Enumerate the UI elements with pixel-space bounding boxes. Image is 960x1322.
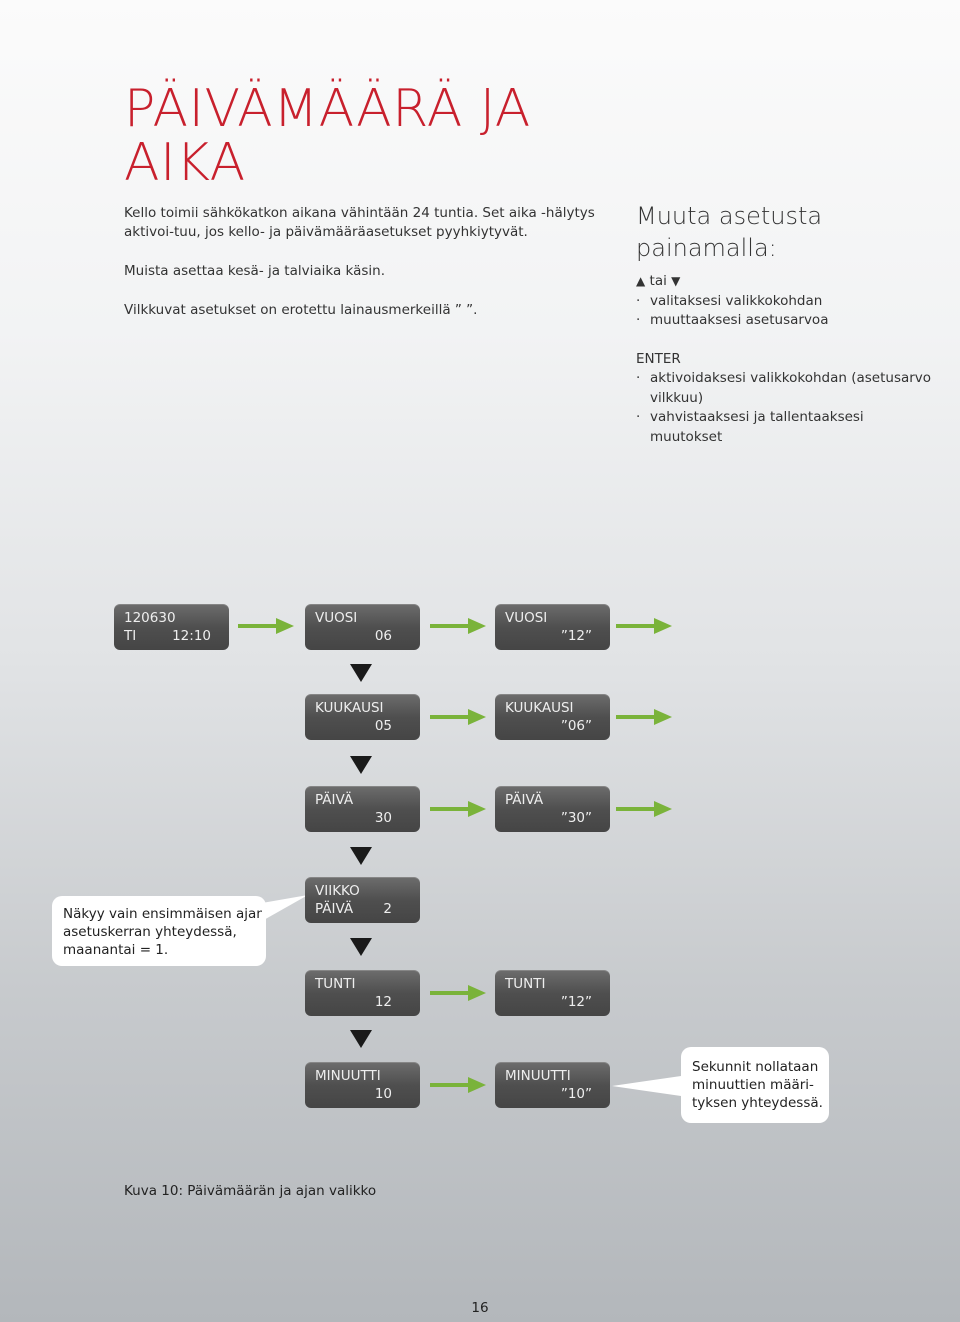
key-instructions-heading: Muuta asetusta painamalla:	[636, 200, 936, 264]
display-tunti-blink: TUNTI ”12”	[495, 970, 610, 1016]
updown-or-text: tai	[649, 273, 667, 289]
display-kuukausi-blink: KUUKAUSI ”06”	[495, 694, 610, 740]
right-arrow-icon	[616, 709, 672, 725]
intro-paragraph-3: Vilkkuvat asetukset on erotettu lainausm…	[124, 302, 478, 318]
intro-text: Kello toimii sähkökatkon aikana vähintää…	[124, 204, 614, 340]
intro-paragraph-1: Kello toimii sähkökatkon aikana vähintää…	[124, 205, 595, 240]
right-arrow-icon	[616, 801, 672, 817]
right-arrow-icon	[430, 709, 486, 725]
display-value: 12	[374, 994, 392, 1010]
display-time: 12:10	[172, 628, 211, 644]
down-arrow-icon	[350, 756, 372, 774]
display-label: TUNTI	[315, 976, 356, 992]
display-label: VIIKKO	[315, 883, 360, 899]
intro-paragraph-2: Muista asettaa kesä- ja talviaika käsin.	[124, 263, 386, 279]
note-line: asetuskerran yhteydessä,	[63, 924, 237, 940]
down-triangle-icon: ▼	[671, 274, 681, 288]
up-triangle-icon: ▲	[636, 274, 646, 288]
note-line: Sekunnit nollataan	[692, 1059, 819, 1075]
note-line: maanantai = 1.	[63, 942, 169, 958]
title-line-1: PÄIVÄMÄÄRÄ JA	[124, 79, 531, 139]
key-heading-line-1: Muuta asetusta	[636, 202, 823, 230]
right-arrow-icon	[238, 618, 294, 634]
figure-caption: Kuva 10: Päivämäärän ja ajan valikko	[124, 1183, 377, 1199]
enter-item: aktivoidaksesi valikkokohdan (asetusarvo…	[636, 369, 936, 408]
note-line: tyksen yhteydessä.	[692, 1095, 823, 1111]
key-instructions: Muuta asetusta painamalla: ▲ tai ▼ valit…	[636, 200, 936, 447]
title-line-2: AIKA	[124, 133, 246, 193]
display-label: VUOSI	[315, 610, 358, 626]
display-label-2: PÄIVÄ	[315, 901, 354, 917]
down-arrow-icon	[350, 1030, 372, 1048]
right-arrow-icon	[430, 1077, 486, 1093]
note-line: minuuttien määri-	[692, 1077, 814, 1093]
updown-item: muuttaaksesi asetusarvoa	[636, 311, 936, 331]
bubble-pointer-icon	[262, 895, 308, 921]
display-blink-value: ”12”	[560, 628, 592, 644]
display-minuutti: MINUUTTI 10	[305, 1062, 420, 1108]
down-arrow-icon	[350, 847, 372, 865]
display-paiva-blink: PÄIVÄ ”30”	[495, 786, 610, 832]
display-value: 06	[374, 628, 392, 644]
display-label: PÄIVÄ	[505, 792, 544, 808]
display-blink-value: ”30”	[560, 810, 592, 826]
display-value: 10	[374, 1086, 392, 1102]
page-number: 16	[471, 1300, 489, 1316]
display-blink-value: ”12”	[560, 994, 592, 1010]
display-blink-value: ”06”	[560, 718, 592, 734]
display-vuosi: VUOSI 06	[305, 604, 420, 650]
display-kuukausi: KUUKAUSI 05	[305, 694, 420, 740]
enter-key-label: ENTER	[636, 350, 681, 367]
display-blink-value: ”10”	[560, 1086, 592, 1102]
down-arrow-icon	[350, 664, 372, 682]
display-value: 2	[383, 901, 392, 917]
seconds-note-bubble: Sekunnit nollataan minuuttien määri- tyk…	[681, 1047, 829, 1123]
display-date: 120630	[124, 610, 176, 626]
right-arrow-icon	[616, 618, 672, 634]
note-line: Näkyy vain ensimmäisen ajan	[63, 906, 265, 922]
display-tunti: TUNTI 12	[305, 970, 420, 1016]
bubble-pointer-icon	[612, 1075, 688, 1097]
display-vuosi-blink: VUOSI ”12”	[495, 604, 610, 650]
weekday-note-bubble: Näkyy vain ensimmäisen ajan asetuskerran…	[52, 896, 266, 966]
display-label: VUOSI	[505, 610, 548, 626]
display-label: TUNTI	[505, 976, 546, 992]
page-title: PÄIVÄMÄÄRÄ JA AIKA	[124, 82, 531, 190]
display-weekday: TI	[124, 628, 137, 644]
display-label: MINUUTTI	[315, 1068, 381, 1084]
right-arrow-icon	[430, 618, 486, 634]
display-label: KUUKAUSI	[505, 700, 574, 716]
display-label: PÄIVÄ	[315, 792, 354, 808]
updown-keys-label: ▲ tai ▼	[636, 272, 936, 292]
display-paiva: PÄIVÄ 30	[305, 786, 420, 832]
display-label: MINUUTTI	[505, 1068, 571, 1084]
right-arrow-icon	[430, 801, 486, 817]
display-start: 120630 TI 12:10	[114, 604, 229, 650]
down-arrow-icon	[350, 938, 372, 956]
display-value: 30	[374, 810, 392, 826]
display-minuutti-blink: MINUUTTI ”10”	[495, 1062, 610, 1108]
right-arrow-icon	[430, 985, 486, 1001]
display-value: 05	[374, 718, 392, 734]
display-label: KUUKAUSI	[315, 700, 384, 716]
enter-item: vahvistaaksesi ja tallentaaksesi muutoks…	[636, 408, 936, 447]
display-viikkopaiva: VIIKKO PÄIVÄ 2	[305, 877, 420, 923]
updown-item: valitaksesi valikkokohdan	[636, 292, 936, 312]
key-heading-line-2: painamalla:	[636, 234, 777, 262]
